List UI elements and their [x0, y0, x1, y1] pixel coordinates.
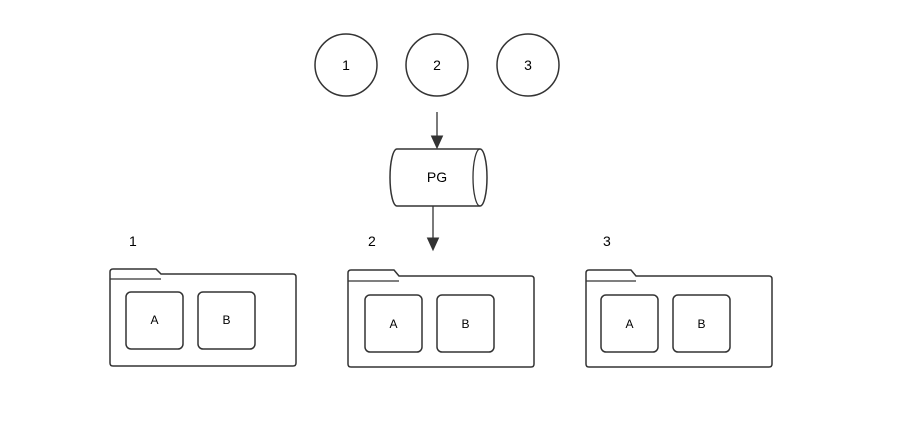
- group-3-box-b[interactable]: B: [672, 294, 731, 353]
- circle-node-3-label: 3: [524, 57, 532, 73]
- group-1-box-b-label: B: [222, 313, 230, 327]
- circle-node-1-label: 1: [342, 57, 350, 73]
- group-2-box-b-label: B: [461, 317, 469, 331]
- group-2[interactable]: 2 A B: [347, 233, 535, 368]
- circle-node-3[interactable]: 3: [496, 33, 560, 97]
- circle-node-2[interactable]: 2: [405, 33, 469, 97]
- cylinder-node-pg-label: PG: [427, 169, 447, 185]
- circle-node-2-label: 2: [433, 57, 441, 73]
- group-1[interactable]: 1 A B: [109, 233, 297, 367]
- edge-pg-to-group2: [426, 206, 440, 252]
- arrowhead-icon: [426, 237, 440, 252]
- edge-circle2-to-pg: [430, 112, 444, 150]
- group-3-box-a[interactable]: A: [600, 294, 659, 353]
- group-3-box-a-label: A: [625, 317, 633, 331]
- group-2-box-a[interactable]: A: [364, 294, 423, 353]
- group-2-box-a-label: A: [389, 317, 397, 331]
- group-1-box-b[interactable]: B: [197, 291, 256, 350]
- group-3-box-b-label: B: [697, 317, 705, 331]
- arrowhead-icon: [430, 135, 444, 150]
- circle-node-1[interactable]: 1: [314, 33, 378, 97]
- group-1-box-a[interactable]: A: [125, 291, 184, 350]
- group-3[interactable]: 3 A B: [585, 233, 773, 368]
- group-3-number: 3: [603, 233, 611, 249]
- group-1-number: 1: [129, 233, 137, 249]
- cylinder-node-pg[interactable]: PG: [389, 148, 488, 207]
- group-1-box-a-label: A: [150, 313, 158, 327]
- group-2-box-b[interactable]: B: [436, 294, 495, 353]
- group-2-number: 2: [368, 233, 376, 249]
